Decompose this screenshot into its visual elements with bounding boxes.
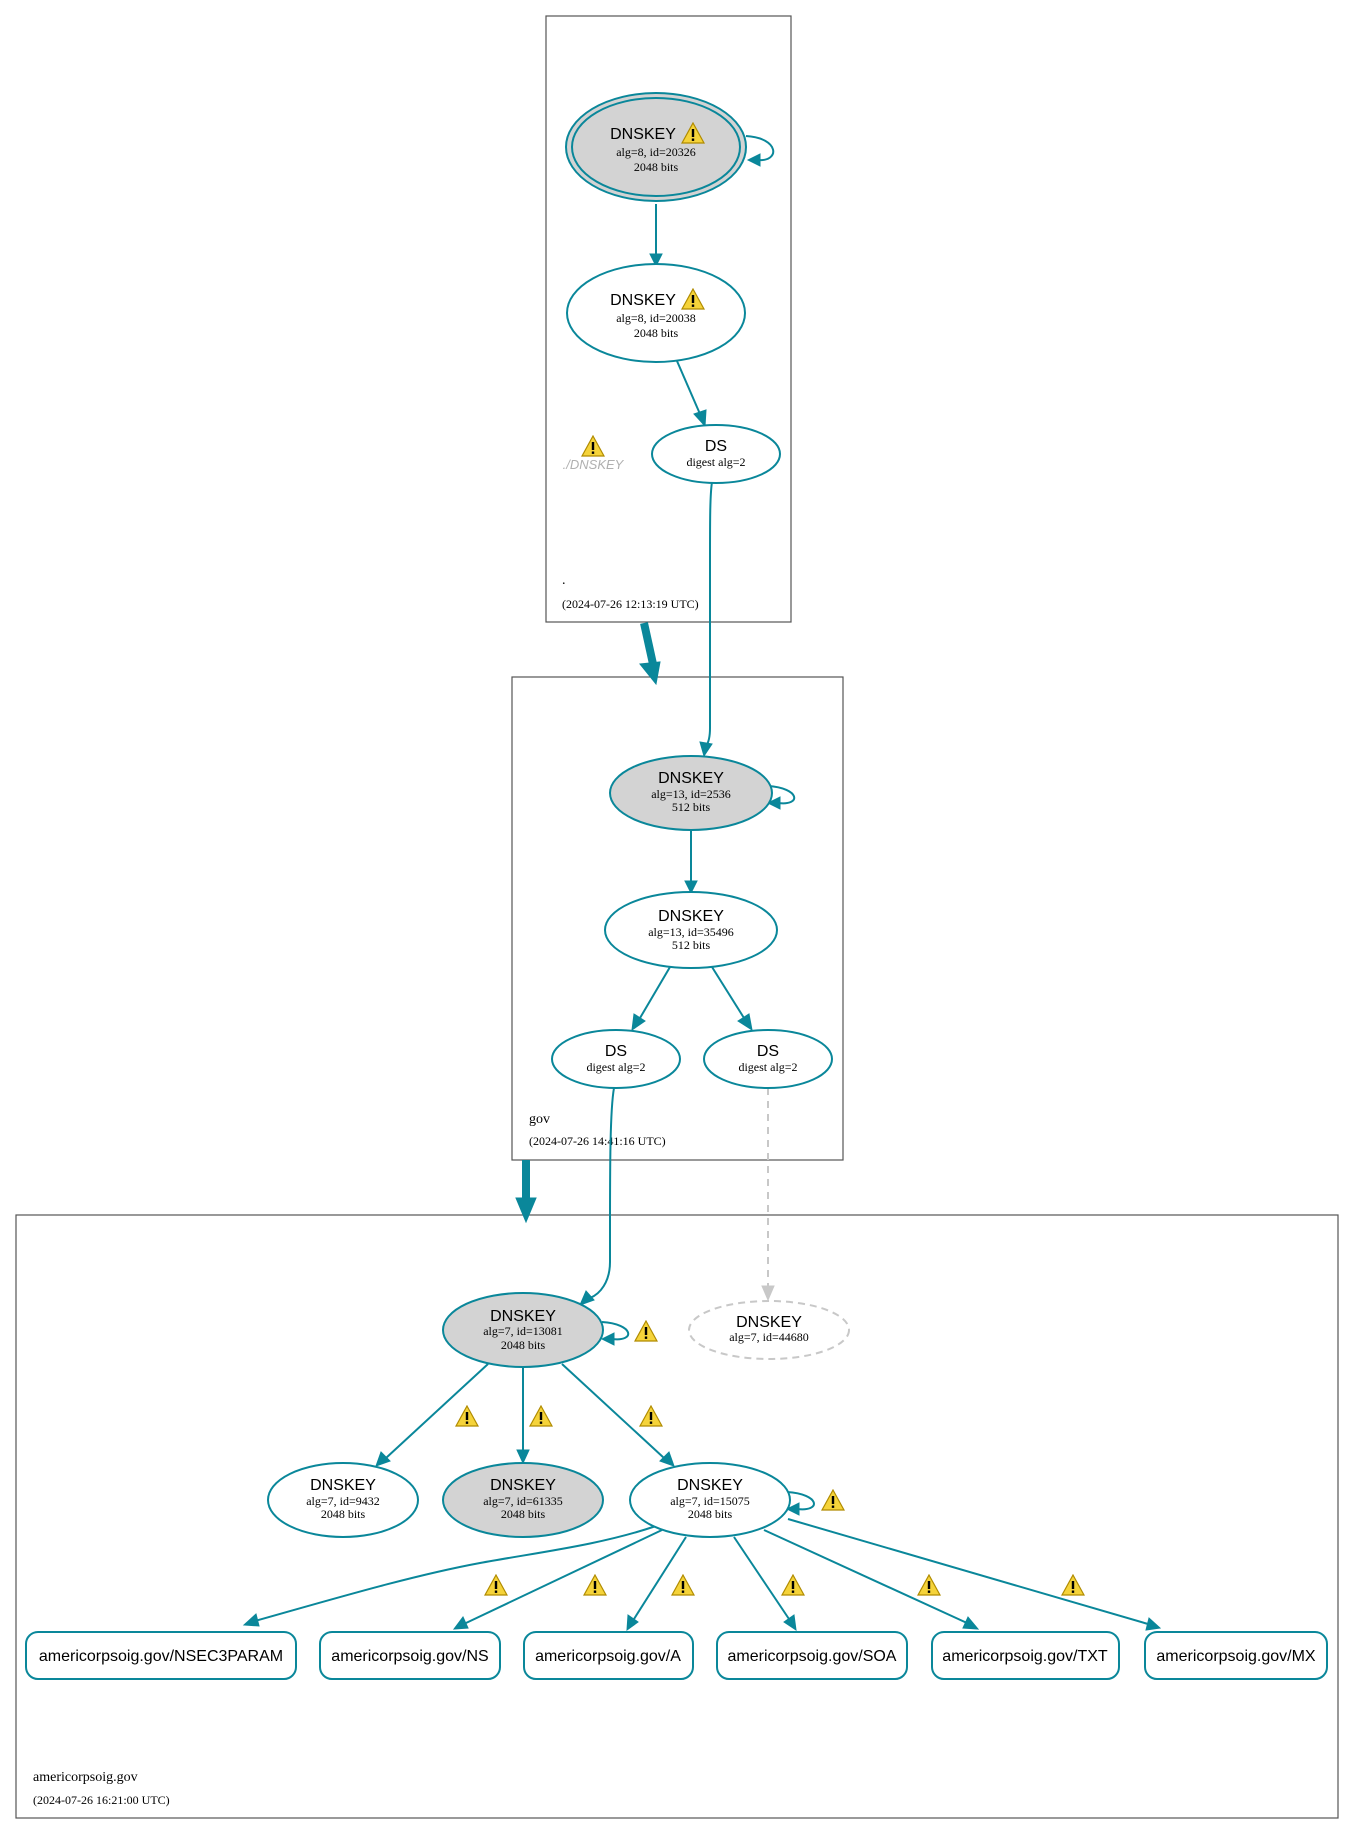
node-am-ksk-type: DNSKEY [490,1308,556,1325]
node-am-key-9432-line1: alg=7, id=9432 [306,1494,380,1508]
zone-gov-name: gov [529,1112,550,1127]
edge-am-ksk-to-61335 [516,1367,530,1465]
edge-gov-ksk-to-zsk [684,831,698,895]
node-am-ksk-line1: alg=7, id=13081 [483,1324,563,1338]
node-am-zsk-type: DNSKEY [677,1477,743,1494]
rrset-mx-label: americorpsoig.gov/MX [1156,1648,1316,1665]
edge-root-ksk-to-zsk [649,204,663,268]
rrset-txt[interactable]: americorpsoig.gov/TXT [931,1631,1120,1680]
edge-gov-zsk-to-ds1 [631,966,671,1032]
edge-root-ksk-self [745,135,775,167]
rrset-txt-label: americorpsoig.gov/TXT [942,1648,1108,1665]
node-gov-ds2-type: DS [757,1043,779,1060]
node-am-zsk-line2: 2048 bits [688,1507,733,1521]
edge-am-ksk-self [600,1321,630,1346]
node-root-zsk[interactable]: DNSKEY alg=8, id=20038 2048 bits [566,263,746,363]
node-am-key-9432-line2: 2048 bits [321,1507,366,1521]
node-gov-ds1-type: DS [605,1043,627,1060]
node-root-ds[interactable]: DS digest alg=2 [651,424,781,484]
node-root-ds-type: DS [705,438,727,455]
node-root-zsk-line1: alg=8, id=20038 [616,311,696,325]
node-am-key-9432[interactable]: DNSKEY alg=7, id=9432 2048 bits [267,1462,419,1538]
delegation-root-to-gov [639,622,661,686]
node-gov-zsk-line2: 512 bits [672,938,711,952]
node-am-ksk-line2: 2048 bits [501,1338,546,1352]
edge-am-zsk-to-ns [452,1529,663,1630]
edge-am-ksk-to-zsk [561,1363,675,1467]
node-am-key-9432-type: DNSKEY [310,1477,376,1494]
node-am-zsk-line1: alg=7, id=15075 [670,1494,750,1508]
node-gov-ds2[interactable]: DS digest alg=2 [703,1029,833,1089]
zone-americorpsoig-timestamp: (2024-07-26 16:21:00 UTC) [33,1793,170,1807]
node-gov-zsk[interactable]: DNSKEY alg=13, id=35496 512 bits [604,891,778,969]
edge-root-ds-to-gov-ksk [699,481,713,758]
node-root-missing-dnskey: ./DNSKEY [563,435,625,472]
edge-gov-zsk-to-ds2 [711,966,753,1032]
node-gov-ksk-line2: 512 bits [672,800,711,814]
node-am-missing-key-type: DNSKEY [736,1314,802,1331]
delegation-gov-to-americorpsoig [515,1160,537,1224]
rrset-ns[interactable]: americorpsoig.gov/NS [319,1631,501,1680]
node-am-key-61335-line1: alg=7, id=61335 [483,1494,563,1508]
rrset-a[interactable]: americorpsoig.gov/A [523,1631,694,1680]
node-am-missing-key-line1: alg=7, id=44680 [729,1330,809,1344]
node-gov-ds2-line1: digest alg=2 [738,1060,797,1074]
node-root-zsk-line2: 2048 bits [634,326,679,340]
edge-am-ksk-to-9432 [375,1363,489,1467]
node-gov-ksk-type: DNSKEY [658,770,724,787]
node-gov-ds1[interactable]: DS digest alg=2 [551,1029,681,1089]
zone-root-timestamp: (2024-07-26 12:13:19 UTC) [562,597,699,611]
rrset-soa-label: americorpsoig.gov/SOA [728,1648,897,1665]
edge-gov-ds1-to-am-ksk [579,1087,615,1306]
zone-root-name: . [562,573,566,588]
node-am-zsk[interactable]: DNSKEY alg=7, id=15075 2048 bits [629,1462,791,1538]
node-gov-ksk[interactable]: DNSKEY alg=13, id=2536 512 bits [609,755,773,831]
edge-am-zsk-self [785,1491,815,1516]
node-gov-zsk-line1: alg=13, id=35496 [648,925,734,939]
edge-am-zsk-to-soa [733,1536,797,1632]
edge-gov-ds2-to-missing-key [761,1088,775,1302]
edge-root-zsk-to-ds [676,360,707,428]
edge-am-zsk-to-mx [787,1518,1162,1631]
rrset-soa[interactable]: americorpsoig.gov/SOA [716,1631,908,1680]
edge-am-zsk-to-txt [763,1529,980,1630]
node-root-zsk-type: DNSKEY [610,292,676,309]
node-am-key-61335-line2: 2048 bits [501,1507,546,1521]
node-root-missing-label: ./DNSKEY [563,457,625,472]
node-root-ksk-line1: alg=8, id=20326 [616,145,696,159]
rrset-ns-label: americorpsoig.gov/NS [331,1648,488,1665]
node-root-ksk-type: DNSKEY [610,126,676,143]
rrset-a-label: americorpsoig.gov/A [535,1648,681,1665]
zone-gov-timestamp: (2024-07-26 14:41:16 UTC) [529,1134,666,1148]
rrset-nsec3param-label: americorpsoig.gov/NSEC3PARAM [39,1648,283,1665]
node-am-missing-key[interactable]: DNSKEY alg=7, id=44680 [688,1300,850,1360]
zone-americorpsoig-name: americorpsoig.gov [33,1770,138,1785]
node-am-ksk[interactable]: DNSKEY alg=7, id=13081 2048 bits [442,1292,604,1368]
node-root-ksk[interactable]: DNSKEY alg=8, id=20326 2048 bits [565,92,747,202]
node-root-ksk-line2: 2048 bits [634,160,679,174]
node-gov-ds1-line1: digest alg=2 [586,1060,645,1074]
node-gov-ksk-line1: alg=13, id=2536 [651,787,731,801]
node-root-ds-line1: digest alg=2 [686,455,745,469]
rrset-mx[interactable]: americorpsoig.gov/MX [1144,1631,1328,1680]
node-am-key-61335-type: DNSKEY [490,1477,556,1494]
edge-am-zsk-to-nsec3param [242,1525,657,1627]
edge-gov-ksk-self [766,785,796,810]
rrset-nsec3param[interactable]: americorpsoig.gov/NSEC3PARAM [25,1631,297,1680]
node-am-key-61335[interactable]: DNSKEY alg=7, id=61335 2048 bits [442,1462,604,1538]
node-gov-zsk-type: DNSKEY [658,908,724,925]
edge-am-zsk-to-a [626,1536,687,1632]
